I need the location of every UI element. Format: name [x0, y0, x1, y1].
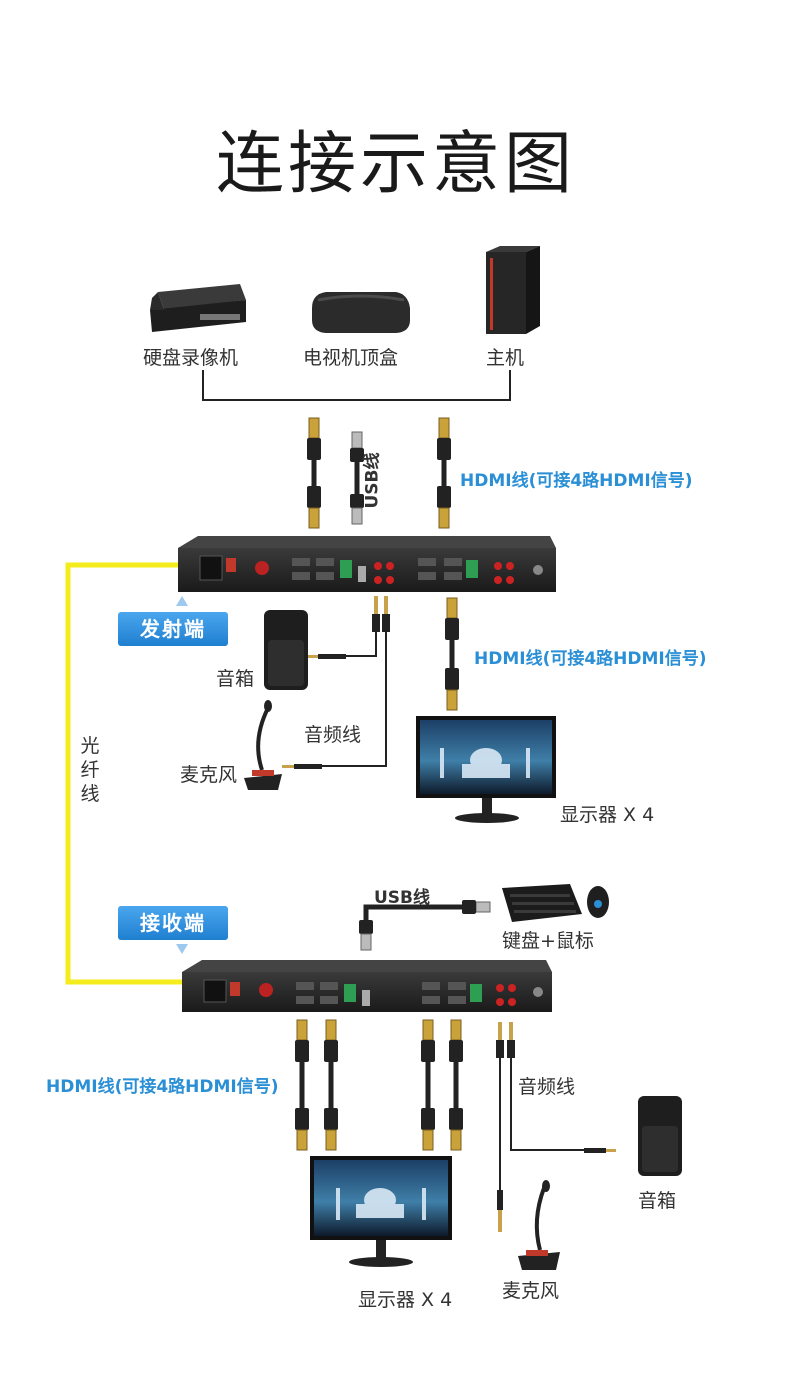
hdmi-cable-top-left: [306, 417, 322, 529]
audio-jacks-tx: [282, 596, 390, 769]
hdmi-cables-rx: [294, 1019, 464, 1151]
label-mic-tx: 麦克风: [180, 764, 238, 786]
settop-box-icon: [312, 292, 410, 333]
badge-receiver: 接收端: [118, 906, 228, 940]
label-audio-rx: 音频线: [518, 1076, 576, 1098]
display-rx-icon: [310, 1156, 452, 1267]
hdmi-cable-top-right: [436, 417, 452, 529]
hdmi-cable-tx-display: [444, 597, 460, 711]
arrow-down-icon: [176, 944, 188, 954]
hdmi-label-top: HDMI线(可接4路HDMI信号): [460, 471, 693, 491]
keyboard-mouse-icon: [502, 884, 609, 922]
usb-cable-top: [350, 431, 364, 525]
arrow-up-icon: [176, 596, 188, 606]
transmitter-unit-icon: [178, 536, 556, 592]
usb-label-vertical-wrap: USB线: [363, 446, 390, 516]
label-speaker-tx: 音箱: [216, 668, 255, 690]
mic-tx-icon: [244, 700, 282, 790]
host-tower-icon: [486, 246, 540, 334]
label-host: 主机: [486, 347, 525, 369]
audio-jacks-rx: [496, 1022, 616, 1232]
hdmi-label-rx: HDMI线(可接4路HDMI信号): [46, 1077, 279, 1097]
label-display-tx: 显示器 X 4: [560, 804, 655, 826]
page-title: 连接示意图: [215, 125, 576, 204]
label-kbm: 键盘+鼠标: [502, 930, 594, 952]
display-tx-icon: [416, 716, 556, 823]
receiver-unit-icon: [182, 960, 552, 1012]
label-speaker-rx: 音箱: [638, 1190, 677, 1212]
usb-label-vertical: USB线: [362, 452, 383, 509]
fiber-line: [65, 562, 186, 985]
label-dvr: 硬盘录像机: [143, 347, 239, 369]
label-audio-tx: 音频线: [304, 724, 362, 746]
fiber-char-2: 纤: [80, 759, 100, 781]
hdmi-label-tx-display: HDMI线(可接4路HDMI信号): [474, 649, 707, 669]
label-display-rx: 显示器 X 4: [358, 1289, 453, 1311]
speaker-tx-icon: [264, 610, 308, 690]
label-mic-rx: 麦克风: [502, 1280, 560, 1302]
fiber-char-1: 光: [80, 735, 100, 757]
mic-rx-icon: [518, 1180, 560, 1270]
speaker-rx-icon: [638, 1096, 682, 1176]
label-usb-rx: USB线: [374, 888, 431, 908]
usb-cable-rx: [359, 900, 491, 951]
fiber-label: 光 纤 线: [79, 734, 101, 806]
label-settop: 电视机顶盒: [303, 347, 399, 369]
dvr-device-icon: [150, 284, 246, 332]
badge-transmitter: 发射端: [118, 612, 228, 646]
fiber-char-3: 线: [80, 783, 100, 805]
